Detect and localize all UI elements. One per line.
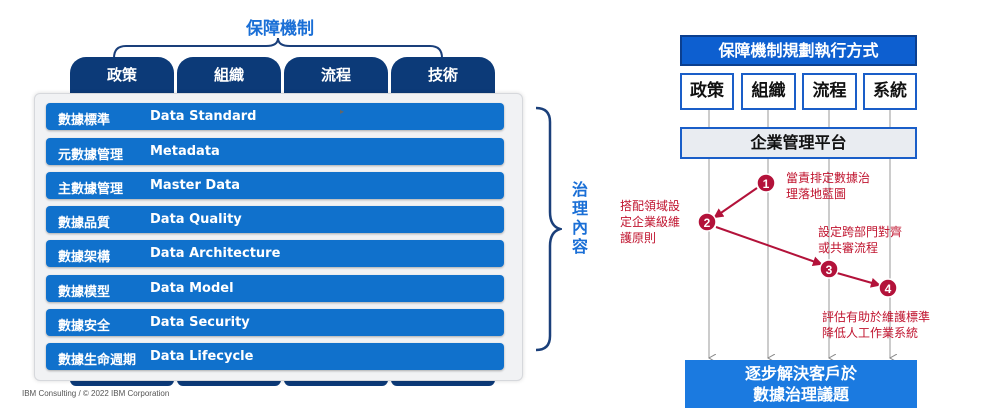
step-circle: 1 — [756, 173, 776, 193]
row-label-zh: 元數據管理 — [58, 148, 124, 163]
note-line: 或共審流程 — [818, 241, 879, 255]
step-circle: 4 — [878, 278, 898, 298]
row-label-zh: 數據品質 — [58, 216, 111, 231]
box-process: 流程 — [802, 73, 857, 110]
step-number: 2 — [704, 216, 711, 230]
row-data-security: 數據安全 Data Security — [46, 309, 504, 336]
side-label-char: 治 — [571, 180, 588, 199]
row-data-quality: 數據品質 Data Quality — [46, 206, 504, 233]
row-label-zh: 數據標準 — [58, 113, 111, 128]
box-organization: 組織 — [741, 73, 796, 110]
row-label-zh: 數據模型 — [58, 285, 111, 300]
row-label-en: Data Model — [150, 281, 234, 296]
step-note-2: 搭配領域設 定企業級維 護原則 — [620, 198, 680, 246]
note-line: 評估有助於維護標準 — [822, 310, 931, 324]
step-circle: 2 — [697, 212, 717, 232]
governance-content-label: 治 理 內 容 — [570, 180, 590, 256]
side-label-char: 理 — [571, 199, 588, 218]
outcome-line: 數據治理議題 — [752, 385, 849, 404]
note-line: 當責排定數據治 — [786, 171, 871, 185]
copyright-footer: IBM Consulting / © 2022 IBM Corporation — [22, 389, 170, 398]
row-label-zh: 主數據管理 — [58, 182, 124, 197]
row-label-zh: 數據生命週期 — [58, 353, 137, 368]
execution-plan-title: 保障機制規劃執行方式 — [680, 35, 917, 66]
step-note-4: 評估有助於維護標準 降低人工作業系統 — [822, 309, 930, 341]
note-line: 降低人工作業系統 — [822, 326, 919, 340]
row-data-standard: 數據標準 Data Standard — [46, 103, 504, 130]
row-metadata: 元數據管理 Metadata — [46, 138, 504, 165]
row-master-data: 主數據管理 Master Data — [46, 172, 504, 199]
row-label-en: Master Data — [150, 178, 240, 193]
box-system: 系統 — [863, 73, 917, 110]
mouse-pointer-icon: ▸ — [340, 107, 345, 116]
step-note-3: 設定跨部門對齊 或共審流程 — [818, 224, 902, 256]
row-label-en: Data Lifecycle — [150, 349, 254, 364]
step-circle: 3 — [819, 259, 839, 279]
governance-mechanism-title: 保障機制 — [246, 19, 314, 39]
row-label-en: Data Architecture — [150, 246, 281, 261]
row-label-en: Data Security — [150, 315, 250, 330]
outcome-box: 逐步解決客戶於 數據治理議題 — [685, 360, 917, 408]
row-data-lifecycle: 數據生命週期 Data Lifecycle — [46, 343, 504, 370]
enterprise-platform-bar: 企業管理平台 — [680, 127, 917, 159]
row-data-architecture: 數據架構 Data Architecture — [46, 240, 504, 267]
row-data-model: 數據模型 Data Model — [46, 275, 504, 302]
side-label-char: 容 — [571, 237, 588, 256]
row-label-en: Metadata — [150, 144, 220, 159]
step-note-1: 當責排定數據治 理落地藍圖 — [786, 170, 870, 202]
row-label-zh: 數據安全 — [58, 319, 111, 334]
note-line: 搭配領域設 — [620, 199, 681, 213]
box-policy: 政策 — [680, 73, 734, 110]
row-label-zh: 數據架構 — [58, 250, 111, 265]
note-line: 護原則 — [620, 231, 657, 245]
note-line: 理落地藍圖 — [786, 187, 847, 201]
side-label-char: 內 — [571, 218, 588, 237]
row-label-en: Data Quality — [150, 212, 242, 227]
step-number: 1 — [763, 177, 770, 191]
outcome-line: 逐步解決客戶於 — [744, 364, 857, 383]
top-brace — [113, 37, 443, 59]
right-brace — [535, 106, 562, 352]
note-line: 定企業級維 — [620, 215, 681, 229]
note-line: 設定跨部門對齊 — [818, 225, 903, 239]
row-label-en: Data Standard — [150, 109, 257, 124]
step-number: 3 — [826, 263, 833, 277]
step-number: 4 — [885, 282, 892, 296]
